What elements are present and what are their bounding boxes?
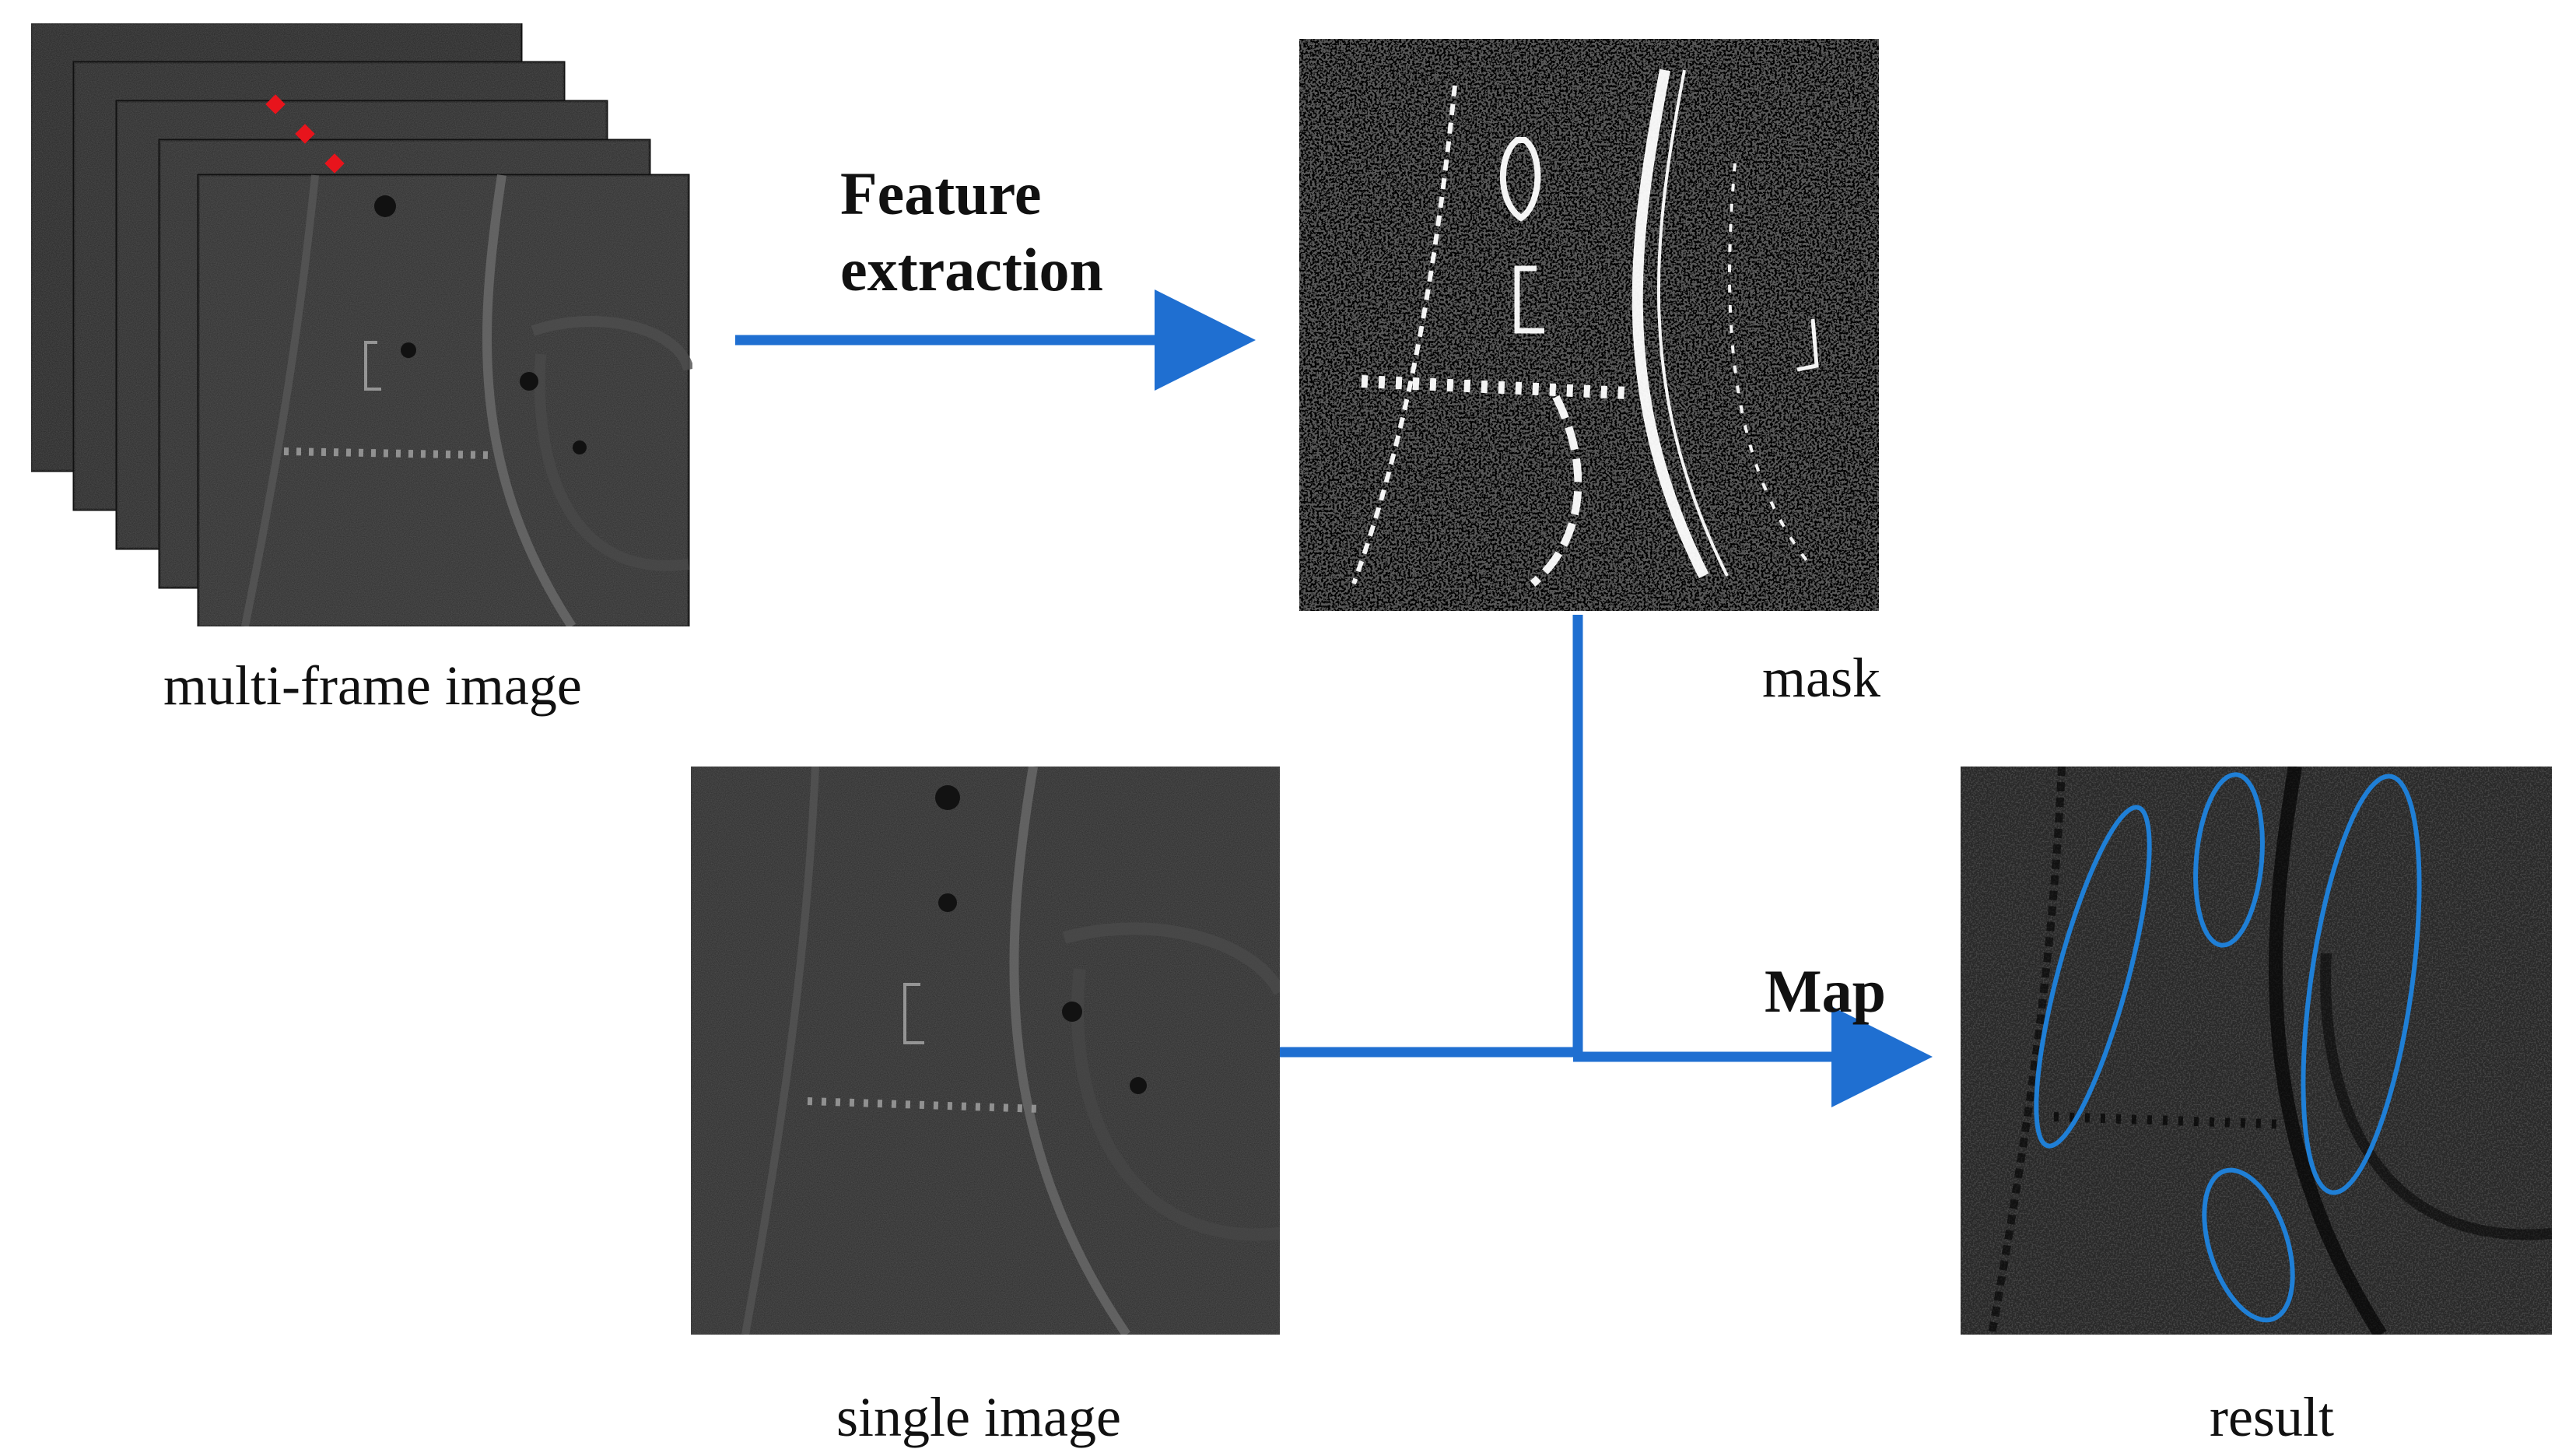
highlight-ellipse-4 [2202, 1167, 2295, 1323]
single-image-panel [691, 767, 1280, 1335]
feature-label-line2: extraction [840, 235, 1103, 303]
multi-frame-caption: multi-frame image [163, 654, 582, 717]
mask-panel [1299, 39, 1879, 611]
highlight-ellipse-1 [2034, 805, 2152, 1149]
frame-stack-graphic [30, 22, 694, 630]
marker-3 [324, 153, 345, 174]
stack-frame-front [197, 174, 694, 630]
feature-label-line1: Feature [840, 160, 1042, 227]
result-graphic [1961, 767, 2552, 1335]
highlight-ellipse-3 [2301, 774, 2422, 1195]
result-caption: result [2210, 1386, 2334, 1448]
result-panel [1961, 767, 2552, 1335]
red-markers [265, 94, 345, 174]
highlight-ellipse-2 [2193, 772, 2265, 948]
multi-frame-stack [30, 22, 694, 630]
map-label: Map [1765, 957, 1886, 1025]
marker-2 [295, 124, 315, 144]
single-image-graphic [691, 767, 1280, 1335]
highlight-ellipses [2034, 772, 2422, 1323]
mask-graphic [1299, 39, 1879, 611]
marker-1 [265, 94, 286, 114]
mask-caption: mask [1762, 647, 1880, 709]
feature-extraction-label: Feature extraction [840, 156, 1103, 307]
single-image-caption: single image [836, 1386, 1121, 1448]
